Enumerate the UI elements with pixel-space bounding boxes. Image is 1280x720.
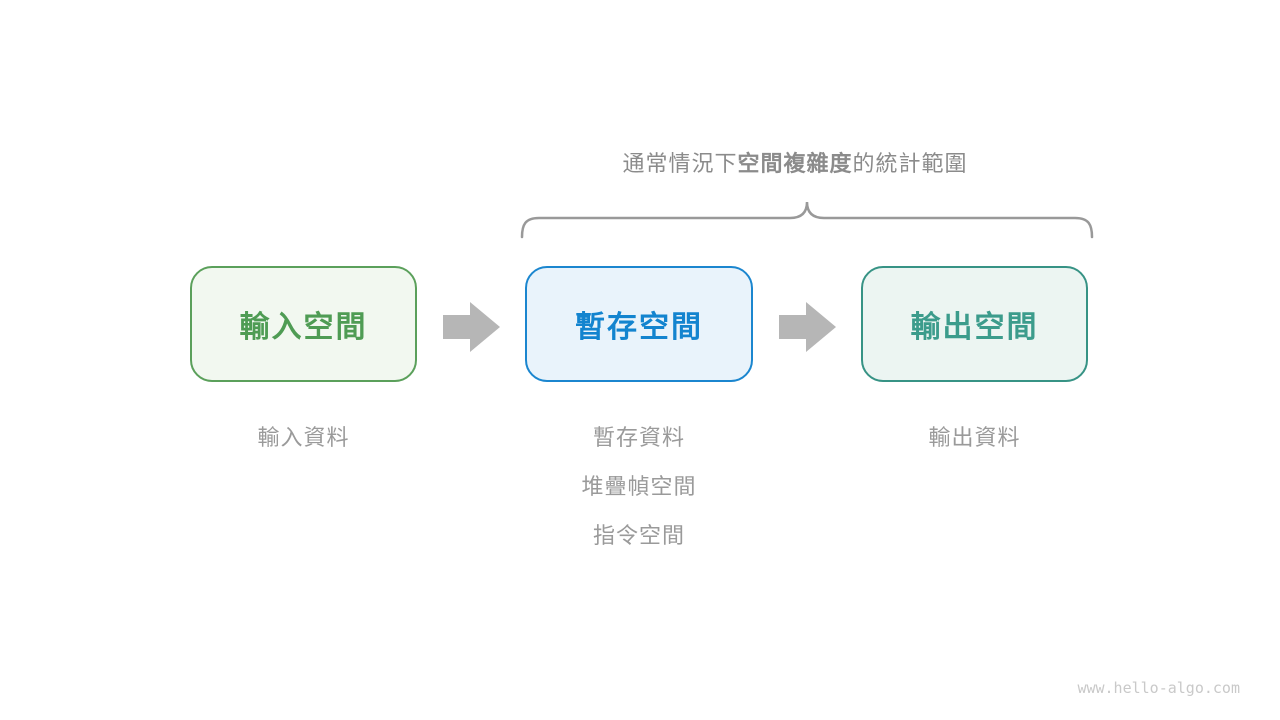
arrow-right-icon <box>779 302 836 352</box>
title-bold-term: 空間複雜度 <box>737 151 853 176</box>
caption-line: 暫存資料 <box>592 425 685 450</box>
box-buffer-space-label: 暫存空間 <box>575 311 703 344</box>
box-output-space-label: 輸出空間 <box>910 311 1039 344</box>
arrow-right-icon <box>443 302 500 352</box>
box-buffer-space: 暫存空間 <box>525 266 753 382</box>
curly-brace-icon <box>518 199 1096 241</box>
caption-line: 輸入資料 <box>257 425 350 450</box>
title-prefix: 通常情況下 <box>622 151 738 176</box>
watermark-url: www.hello-algo.com <box>1077 679 1240 697</box>
caption-line: 堆疊幀空間 <box>581 474 697 499</box>
box-input-space-label: 輸入空間 <box>239 311 368 344</box>
caption-line: 指令空間 <box>592 523 685 548</box>
diagram-title: 通常情況下空間複雜度的統計範圍 <box>455 146 1135 178</box>
box-input-space: 輸入空間 <box>190 266 417 382</box>
box-output-space: 輸出空間 <box>861 266 1088 382</box>
caption-line: 輸出資料 <box>928 425 1021 450</box>
caption-output-data: 輸出資料 <box>861 424 1088 452</box>
caption-input-data: 輸入資料 <box>190 424 417 452</box>
title-suffix: 的統計範圍 <box>852 151 968 176</box>
caption-buffer-data: 暫存資料 堆疊幀空間 指令空間 <box>525 424 753 550</box>
